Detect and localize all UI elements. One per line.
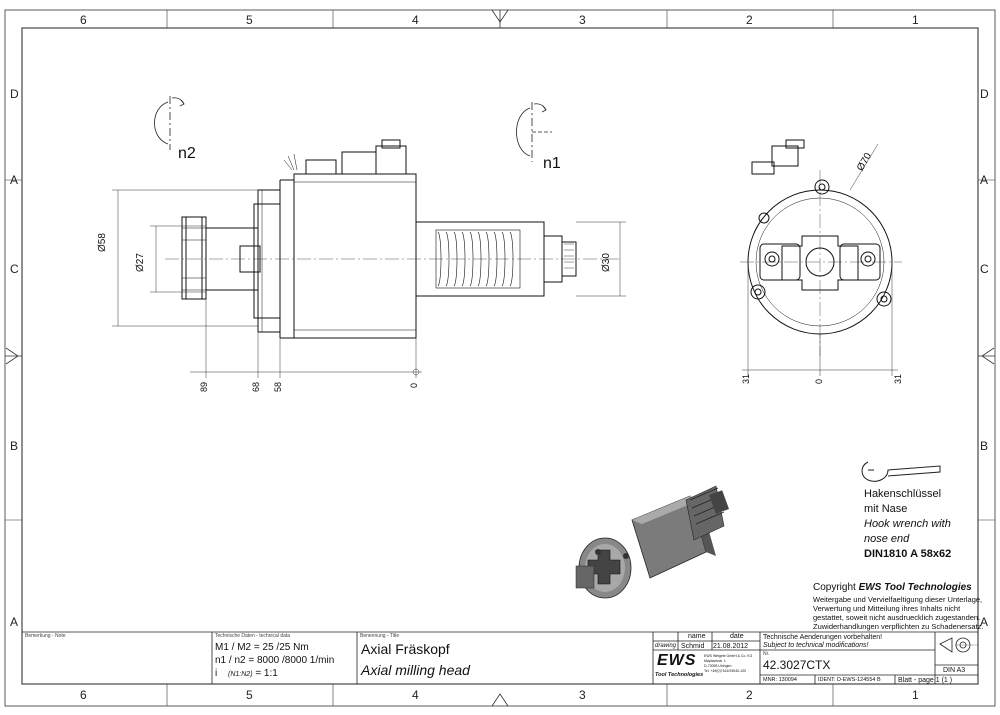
zone-row-c-left: C	[10, 262, 19, 276]
title-en: Axial milling head	[361, 662, 470, 678]
zone-col-5-bottom: 5	[246, 688, 253, 702]
tech-ratio-symbol: i	[215, 668, 218, 679]
dim-68: 68	[251, 381, 261, 392]
dim-58: 58	[273, 381, 283, 392]
zone-col-4-top: 4	[412, 13, 419, 27]
paper-format: DIN A3	[943, 667, 966, 674]
zone-row-d-left: D	[10, 87, 19, 101]
company-line-1: EWS Weigele GmbH & Co. KG	[704, 654, 753, 658]
zone-col-1-bottom: 1	[912, 688, 919, 702]
company-line-4: Tel. +49(0)7161/93040-100	[704, 669, 747, 673]
title-de: Axial Fräskopf	[361, 641, 450, 657]
zone-col-3-bottom: 3	[579, 688, 586, 702]
zone-col-4-bottom: 4	[412, 688, 419, 702]
title-label: Benennung - Title	[360, 633, 400, 639]
dim-d58: Ø58	[97, 233, 108, 252]
isometric-view	[575, 485, 729, 599]
ident: IDENT: D-EWS-124554 B	[818, 677, 881, 683]
side-view-dimensions	[112, 189, 626, 378]
tech-torque: M1 / M2 = 25 /25 Nm	[215, 642, 309, 653]
dim-89: 89	[199, 381, 209, 392]
rotation-symbol-n1	[516, 102, 552, 162]
dim-0-front: 0	[814, 378, 824, 384]
copyright-line-1: Weitergabe und Vervielfaeltigung dieser …	[813, 595, 983, 604]
sheet-number: Blatt - page 1 (1 )	[898, 677, 953, 684]
zone-row-c-right: C	[980, 262, 989, 276]
drawing-name: Schmid	[681, 643, 705, 650]
change-notice-de: Technische Aenderungen vorbehalten!	[763, 634, 883, 641]
note-mit-nase: mit Nase	[864, 503, 908, 515]
zone-col-3-top: 3	[579, 13, 586, 27]
front-view-dimensions	[742, 143, 898, 376]
zone-row-b-left: B	[10, 439, 19, 453]
col-name: name	[688, 633, 706, 640]
tech-ratio-value: = 1:1	[255, 668, 278, 679]
tech-speed: n1 / n2 = 8000 /8000 1/min	[215, 655, 335, 666]
flange	[257, 189, 281, 333]
company-line-3: D-73095 Uhingen	[704, 664, 732, 668]
side-view	[165, 139, 622, 339]
note-hakenschluessel: Hakenschlüssel	[864, 488, 942, 500]
zone-row-b-right: B	[980, 439, 989, 453]
zone-col-2-top: 2	[746, 13, 753, 27]
copyright-line-3: gestattet, soweit nicht ausdruecklich zu…	[813, 613, 981, 622]
drawing-date: 21.08.2012	[713, 643, 749, 650]
note-hook-wrench: Hook wrench with	[864, 518, 951, 530]
zone-col-5-top: 5	[246, 13, 253, 27]
ews-logo-box	[656, 654, 704, 673]
copyright-line-2: Verwertung und Mitteilung ihres Inhalts …	[813, 604, 961, 613]
dim-0-side: 0	[409, 382, 419, 388]
tech-ratio: i (N1:N2) = 1:1	[215, 669, 278, 679]
zone-ticks	[5, 10, 995, 706]
zone-row-d-right: D	[980, 87, 989, 101]
dim-31-right: 31	[893, 373, 903, 384]
mnr: MNR: 130094	[763, 677, 797, 683]
title-block-frame	[22, 631, 978, 684]
zone-row-a-right: A	[980, 615, 989, 629]
copyright-brand: EWS Tool Technologies	[858, 582, 972, 593]
label-n2: n2	[178, 145, 196, 162]
zone-row-a-right-upper: A	[980, 173, 989, 187]
dim-d27: Ø27	[135, 253, 146, 272]
dim-31-left: 31	[741, 373, 751, 384]
rotation-symbol-n2	[154, 96, 185, 150]
zone-col-6-top: 6	[80, 13, 87, 27]
col-date: date	[730, 633, 744, 640]
copyright-prefix: Copyright	[813, 582, 859, 593]
row-drawing: drawing	[655, 643, 677, 649]
zone-col-1-top: 1	[912, 13, 919, 27]
label-n1: n1	[543, 155, 561, 172]
note-nose-end: nose end	[864, 533, 910, 545]
note-din-spec: DIN1810 A 58x62	[864, 548, 952, 560]
zone-col-6-bottom: 6	[80, 688, 87, 702]
company-line-2: Maybachstr. 1	[704, 659, 726, 663]
tech-data-label: Technische Daten - technical data	[215, 633, 291, 639]
change-notice-en: Subject to technical modifications!	[763, 642, 869, 649]
main-body	[293, 173, 417, 339]
front-view	[740, 139, 902, 356]
zone-row-a-left: A	[10, 615, 19, 629]
hook-wrench-icon	[861, 461, 941, 482]
copyright-line-4: Zuwiderhandlungen verpflichten zu Schade…	[813, 622, 984, 631]
zone-col-2-bottom: 2	[746, 688, 753, 702]
zone-row-a-left-upper: A	[10, 173, 19, 187]
centring-marks	[5, 9, 995, 707]
part-number: 42.3027CTX	[763, 658, 831, 672]
tech-ratio-spindles: (N1:N2)	[228, 671, 253, 678]
nr-label: Nr.	[763, 651, 770, 657]
ews-logo: EWS	[657, 652, 697, 669]
remark-label: Bemerkung - Note	[25, 633, 66, 639]
ews-logo-sub: Tool Technologies	[655, 672, 704, 678]
dim-d30: Ø30	[601, 253, 612, 272]
copyright-heading: Copyright EWS Tool Technologies	[813, 583, 972, 593]
